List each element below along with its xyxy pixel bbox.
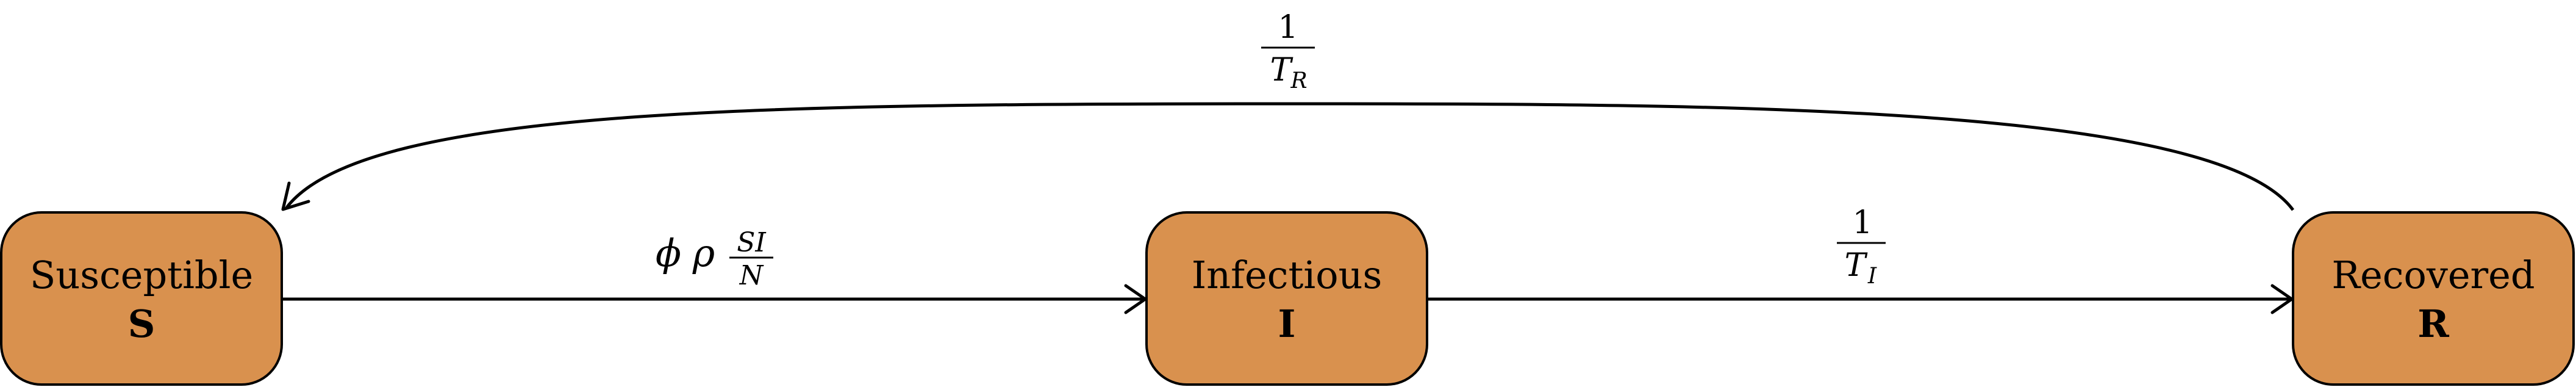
edge-immunity-loss-arrowhead [281,181,310,211]
node-recovered-box [2292,211,2575,386]
recovery-denominator-subscript: I [1867,264,1877,289]
recovery-numerator: 1 [1852,204,1872,241]
node-susceptible-label: Susceptible [30,253,253,297]
infection-rho: ρ [692,231,715,275]
edge-infection: ϕ ρ SI N [282,227,1147,314]
edge-immunity-loss: 1 T R [281,9,2295,211]
infection-denominator: N [739,260,764,291]
node-susceptible-box [0,211,283,386]
edge-infection-label: ϕ ρ SI N [656,227,773,291]
node-recovered-label: Recovered [2331,253,2535,297]
node-infectious-label: Infectious [1192,253,1383,297]
edge-recovery: 1 T I [1427,204,2294,314]
node-recovered: Recovered R [2292,211,2575,386]
immunity-loss-numerator: 1 [1278,9,1298,46]
node-susceptible: Susceptible S [0,211,283,386]
immunity-loss-denominator-subscript: R [1290,68,1307,93]
edge-immunity-loss-curve [285,102,2295,211]
infection-numerator: SI [737,227,767,258]
node-infectious: Infectious I [1145,211,1428,386]
node-infectious-box [1145,211,1428,386]
node-infectious-symbol: I [1278,302,1295,346]
recovery-denominator: T [1845,247,1868,284]
edge-recovery-label: 1 T I [1837,204,1886,289]
node-susceptible-symbol: S [128,302,156,346]
infection-phi: ϕ [656,231,681,275]
immunity-loss-denominator: T [1270,52,1293,89]
node-recovered-symbol: R [2417,302,2449,346]
edge-immunity-loss-label: 1 T R [1261,9,1315,93]
